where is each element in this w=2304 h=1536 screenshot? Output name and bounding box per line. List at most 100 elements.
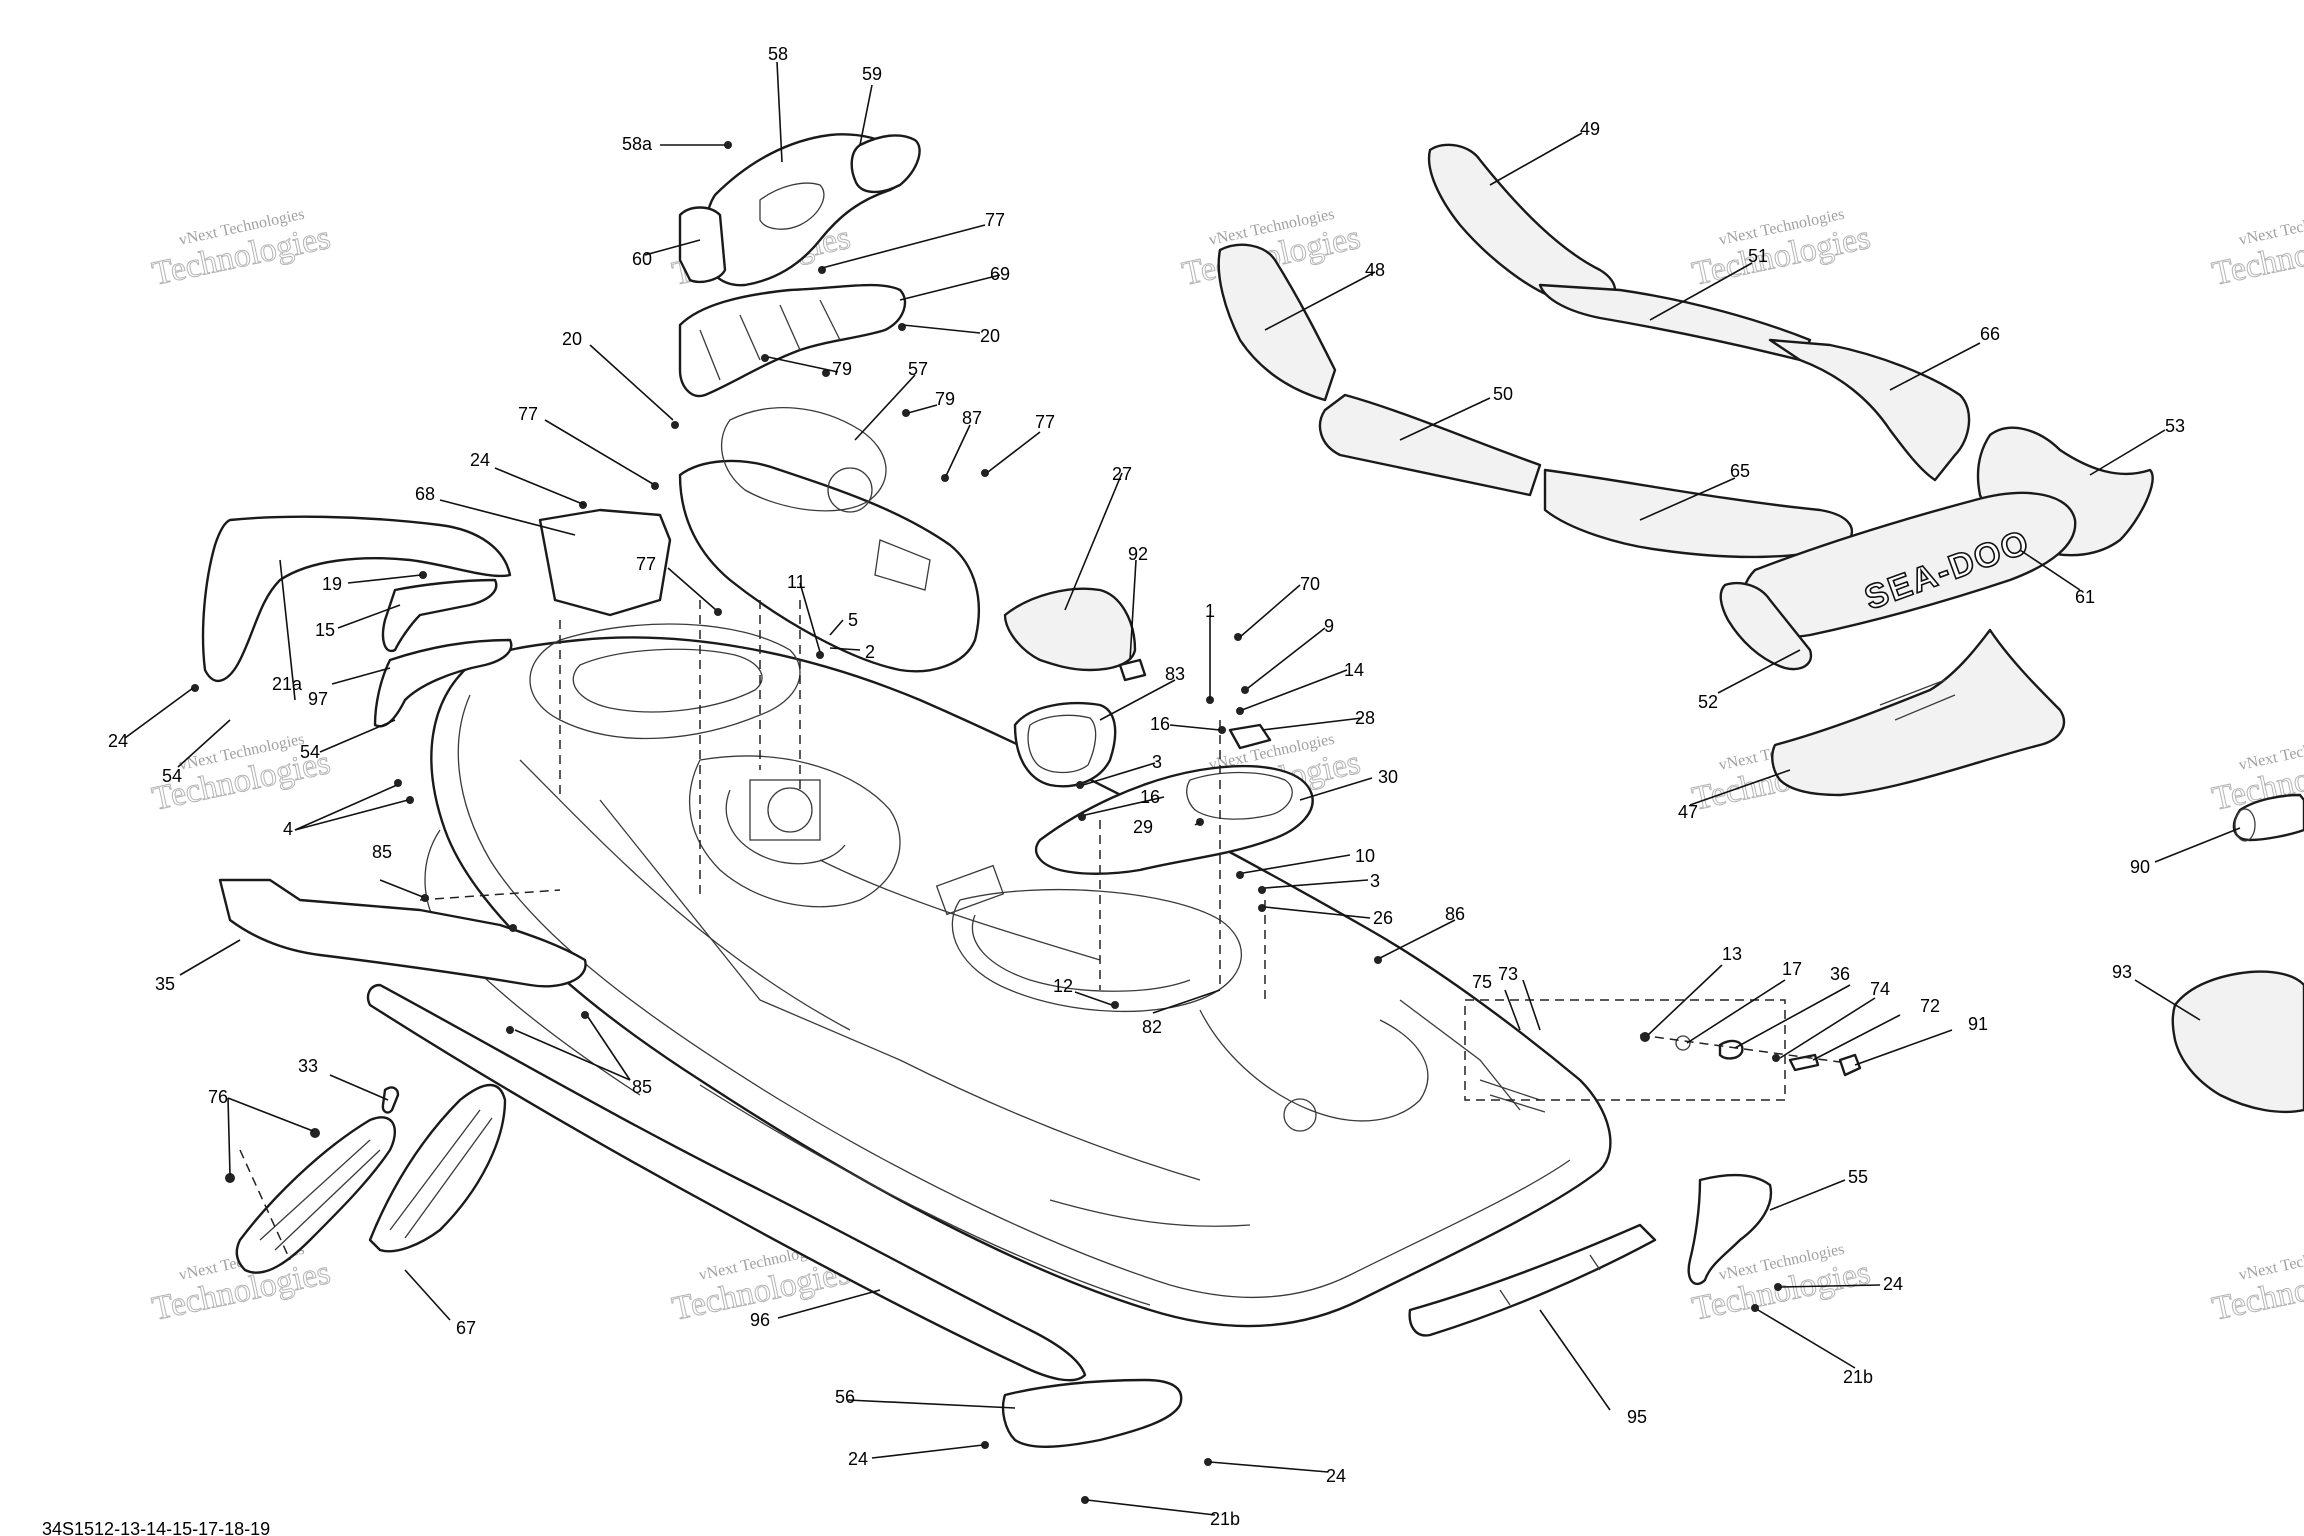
side-trim-54 [373, 638, 513, 728]
guard-67b [368, 1083, 507, 1253]
callout-35: 35 [155, 974, 175, 994]
leader-lines [124, 61, 2241, 1516]
washer-14 [1236, 707, 1244, 715]
assembly-lines [239, 600, 1841, 1261]
callout-28: 28 [1355, 708, 1375, 728]
mat-49 [1427, 143, 1617, 307]
callout-36: 36 [1830, 964, 1850, 984]
callout-75: 75 [1472, 972, 1492, 992]
callout-70: 70 [1300, 574, 1320, 594]
callout-labels: 58 59 58a 60 77 69 20 20 79 57 79 87 77 … [108, 44, 2185, 1529]
corner-56 [1001, 1378, 1183, 1448]
console-57 [678, 407, 981, 673]
callout-30: 30 [1378, 767, 1398, 787]
callout-47: 47 [1678, 802, 1698, 822]
spring-33 [381, 1086, 400, 1114]
callout-1: 1 [1205, 601, 1215, 621]
callout-48: 48 [1365, 260, 1385, 280]
bumper-96 [366, 983, 1087, 1382]
callout-56: 56 [835, 1387, 855, 1407]
hood-27 [1003, 587, 1137, 672]
callout-77: 77 [518, 404, 538, 424]
callout-92: 92 [1128, 544, 1148, 564]
watermark: vNext Technologies Technologies [148, 206, 334, 294]
callout-95: 95 [1627, 1407, 1647, 1427]
callout-13: 13 [1722, 944, 1742, 964]
callout-86: 86 [1445, 904, 1465, 924]
mat-52 [1719, 581, 1813, 671]
callout-24: 24 [1326, 1466, 1346, 1486]
rear-parts [366, 983, 1773, 1448]
callout-5: 5 [848, 610, 858, 630]
bracket-15 [381, 578, 498, 653]
washer-10 [1236, 871, 1244, 879]
screw-85 [506, 1026, 514, 1034]
callout-24: 24 [1883, 1274, 1903, 1294]
deck-body [424, 623, 1612, 1328]
callout-96: 96 [750, 1310, 770, 1330]
callout-12: 12 [1053, 976, 1073, 996]
callout-3: 3 [1370, 871, 1380, 891]
callout-2: 2 [865, 642, 875, 662]
screw-20 [671, 421, 679, 429]
callout-33: 33 [298, 1056, 318, 1076]
callout-83: 83 [1165, 664, 1185, 684]
handle-30 [1034, 764, 1314, 875]
callout-4: 4 [283, 819, 293, 839]
covers [1003, 587, 1147, 788]
bolt-3 [1258, 886, 1266, 894]
callout-82: 82 [1142, 1017, 1162, 1037]
mat-65 [1543, 468, 1854, 559]
front-guards [225, 1083, 507, 1274]
seat-handle [1034, 723, 1314, 875]
support-69 [678, 283, 907, 398]
panel-68 [538, 508, 672, 617]
callout-93: 93 [2112, 962, 2132, 982]
callout-10: 10 [1355, 846, 1375, 866]
callout-77: 77 [985, 210, 1005, 230]
screw-24 [981, 1441, 989, 1449]
callout-61: 61 [2075, 587, 2095, 607]
gauge-60 [678, 206, 727, 284]
callout-59: 59 [862, 64, 882, 84]
callout-68: 68 [415, 484, 435, 504]
screw-87 [941, 474, 949, 482]
trim-95 [1408, 1223, 1657, 1337]
callout-90: 90 [2130, 857, 2150, 877]
fastener-76 [310, 1128, 320, 1138]
callout-16: 16 [1140, 787, 1160, 807]
screw-21b [1751, 1304, 1759, 1312]
nut-13 [1640, 1032, 1650, 1042]
callout-53: 53 [2165, 416, 2185, 436]
callout-66: 66 [1980, 324, 2000, 344]
callout-15: 15 [315, 620, 335, 640]
mat-48 [1217, 243, 1337, 402]
screw-85 [509, 924, 517, 932]
callout-60: 60 [632, 249, 652, 269]
bolt-91 [1838, 1053, 1862, 1077]
callout-65: 65 [1730, 461, 1750, 481]
watermark: vNext Technologies Technologies [2208, 206, 2304, 294]
far-right-parts [2171, 793, 2304, 1114]
guard-67a [235, 1116, 397, 1274]
callout-51: 51 [1748, 246, 1768, 266]
callout-21b: 21b [1843, 1367, 1873, 1387]
callout-21a: 21a [272, 674, 303, 694]
bolt-3 [1076, 781, 1084, 789]
callout-19: 19 [322, 574, 342, 594]
callout-27: 27 [1112, 464, 1132, 484]
callout-79: 79 [935, 389, 955, 409]
callout-9: 9 [1324, 616, 1334, 636]
callout-55: 55 [1848, 1167, 1868, 1187]
screw-79 [761, 354, 769, 362]
screw-21b [1081, 1496, 1089, 1504]
callout-77: 77 [1035, 412, 1055, 432]
callout-76: 76 [208, 1087, 228, 1107]
callout-57: 57 [908, 359, 928, 379]
callout-20: 20 [562, 329, 582, 349]
screw-58a [724, 141, 732, 149]
callout-3: 3 [1152, 752, 1162, 772]
screw-79 [902, 409, 910, 417]
traction-mats: SEA-DOO [1217, 143, 2154, 797]
